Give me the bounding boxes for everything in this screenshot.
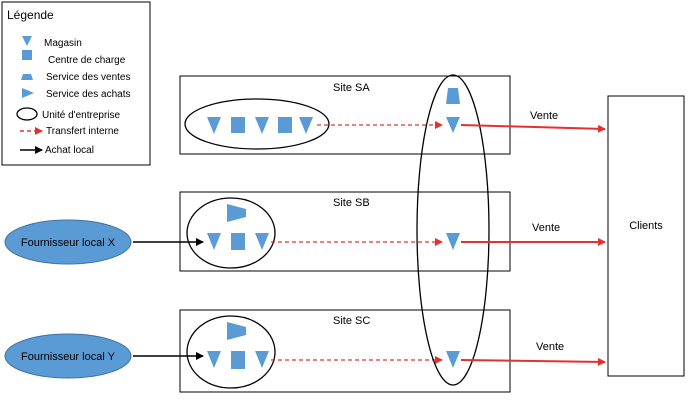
sb-achats-icon xyxy=(227,204,246,222)
sc-centre-icon xyxy=(231,351,245,369)
sa-ventes-icon xyxy=(446,88,460,104)
site-sa-title: Site SA xyxy=(333,82,370,94)
sale-arrow-a xyxy=(460,124,606,133)
sale-label-c: Vente xyxy=(536,341,564,353)
site-sc-title: Site SC xyxy=(333,315,370,327)
site-sb-box xyxy=(179,191,511,272)
sa-centre-icon-1 xyxy=(231,117,245,133)
supplier-y-shape xyxy=(4,333,132,379)
sb-outlet-magasin-icon xyxy=(446,233,460,250)
legend-magasin-icon xyxy=(22,36,32,46)
site-sa-box xyxy=(179,75,511,155)
legend-magasin-label: Magasin xyxy=(44,38,82,49)
sa-magasin-icon-1 xyxy=(207,117,221,134)
sc-achats-icon xyxy=(227,322,246,340)
supplier-y: Fournisseur local Y xyxy=(4,333,204,379)
sa-magasin-icon-3 xyxy=(299,117,313,134)
sb-magasin-icon-2 xyxy=(255,233,269,250)
sa-magasin-icon-2 xyxy=(255,117,269,134)
site-sc-box xyxy=(179,309,511,393)
legend-centre-icon xyxy=(22,50,32,60)
supplier-x: Fournisseur local X xyxy=(4,219,204,265)
legend-unite-label: Unité d'entreprise xyxy=(42,110,121,121)
legend-centre-label: Centre de charge xyxy=(48,55,126,66)
supplier-x-label: Fournisseur local X xyxy=(21,237,116,249)
legend-transfert-label: Transfert interne xyxy=(46,126,119,137)
legend-achats-label: Service des achats xyxy=(46,89,131,100)
sale-label-b: Vente xyxy=(532,222,560,234)
site-sa: Site SA xyxy=(179,75,511,155)
legend-ventes-label: Service des ventes xyxy=(46,72,131,83)
legend-achats-icon xyxy=(22,88,34,98)
clients: Clients xyxy=(607,95,685,377)
clients-label: Clients xyxy=(629,220,663,232)
clients-box xyxy=(607,95,685,377)
site-sb-title: Site SB xyxy=(333,197,370,209)
sales-unit-ellipse xyxy=(416,74,490,386)
sc-magasin-icon-1 xyxy=(207,351,221,368)
supplier-y-label: Fournisseur local Y xyxy=(21,351,116,363)
supplier-x-shape xyxy=(4,219,132,265)
legend-ventes-icon xyxy=(21,74,33,80)
legend-unite-icon xyxy=(16,107,38,121)
sc-outlet-magasin-icon xyxy=(446,351,460,368)
legend-title: Légende xyxy=(7,8,54,22)
sc-magasin-icon-2 xyxy=(255,351,269,368)
sb-magasin-icon-1 xyxy=(207,233,221,250)
site-sc: Site SC xyxy=(179,309,511,393)
sa-outlet-magasin-icon xyxy=(446,117,460,133)
legend: Légende Magasin Centre de charge Service… xyxy=(1,1,151,166)
sa-centre-icon-2 xyxy=(278,117,292,133)
legend-achat-local-label: Achat local xyxy=(45,145,94,156)
site-sb: Site SB xyxy=(179,191,511,272)
site-sb-unit xyxy=(186,197,276,269)
sale-label-a: Vente xyxy=(530,110,558,122)
legend-box xyxy=(1,1,151,166)
site-sc-unit xyxy=(186,315,276,389)
sb-centre-icon xyxy=(231,233,245,250)
sale-arrow-c xyxy=(460,357,606,366)
site-sa-unit xyxy=(184,98,330,150)
